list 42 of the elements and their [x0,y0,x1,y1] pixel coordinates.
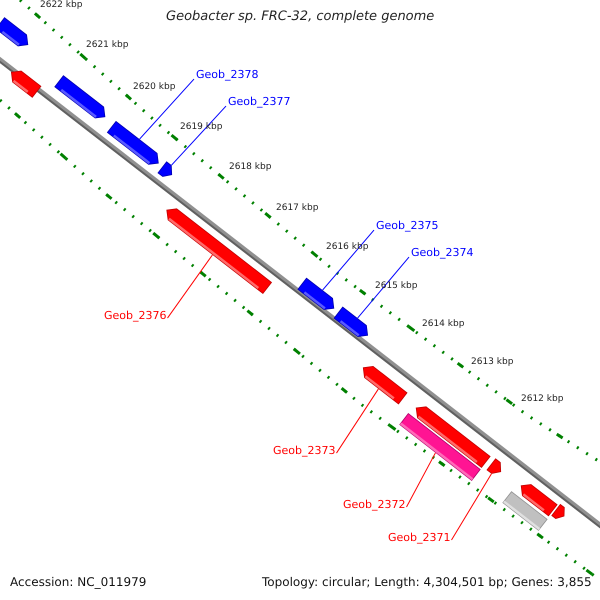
gene-label: Geob_2375 [376,220,438,232]
leader-line [406,452,436,508]
gene-feature [54,75,106,118]
gene-label: Geob_2376 [104,310,166,322]
scale-label: 2614 kbp [422,320,464,330]
gene-feature [157,161,172,177]
gene-label: Geob_2377 [228,96,290,108]
gene-label: Geob_2374 [411,247,474,260]
gene-label: Geob_2371 [388,532,450,544]
gene-feature [486,458,502,474]
gene-feature [502,491,548,531]
genome-summary: Topology: circular; Length: 4,304,501 bp; Genes: 3,855 [262,576,592,590]
leader-line [336,388,379,454]
scale-label: 2619 kbp [180,123,222,133]
gene-feature [166,208,272,294]
scale-label: 2612 kbp [521,395,564,405]
scale-label: 2622 kbp [40,1,82,11]
gene-label: Geob_2378 [196,69,258,82]
scale-label: 2618 kbp [229,163,272,173]
gene-feature [334,306,368,338]
scale-label: 2620 kbp [133,83,176,93]
gene-feature [362,366,408,404]
scale-label: 2613 kbp [471,358,514,368]
leader-line [171,106,226,166]
gene-feature [0,17,28,46]
gene-label: Geob_2373 [273,445,336,458]
gene-feature [520,484,558,516]
scale-label: 2617 kbp [276,204,318,214]
scale-label: 2621 kbp [86,41,128,51]
gene-feature [297,278,334,310]
gene-feature [399,413,481,481]
leader-line [167,254,213,319]
gene-feature [551,504,565,519]
leader-line [451,473,492,541]
accession-text: Accession: NC_011979 [10,576,146,590]
leader-line [357,256,410,319]
gene-feature [106,120,159,165]
diagram-title: Geobacter sp. FRC-32, complete genome [166,10,434,24]
gene-label: Geob_2372 [343,499,406,512]
leader-line [322,230,374,291]
leader-line [139,78,194,140]
gene-feature [10,70,42,98]
